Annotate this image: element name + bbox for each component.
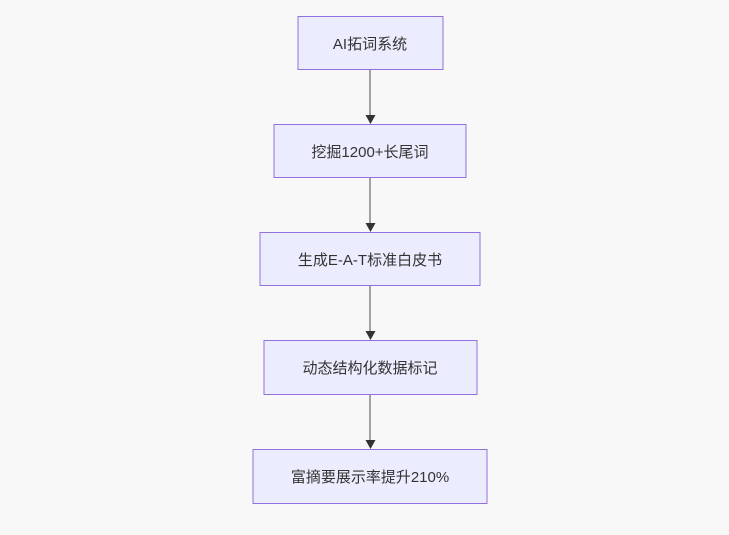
arrow-down-2: [365, 178, 375, 232]
flow-node-4: 动态结构化数据标记: [263, 340, 477, 395]
arrow-down-1: [365, 70, 375, 124]
arrow-line: [369, 286, 371, 332]
arrow-head-icon: [365, 440, 375, 449]
arrow-head-icon: [365, 223, 375, 232]
flow-node-5: 富摘要展示率提升210%: [252, 449, 488, 504]
flow-column: AI拓词系统 挖掘1200+长尾词 生成E-A-T标准白皮书 动态结构化数据标记…: [252, 16, 488, 504]
arrow-down-4: [365, 395, 375, 449]
arrow-head-icon: [365, 115, 375, 124]
flow-node-3: 生成E-A-T标准白皮书: [259, 232, 481, 286]
flow-node-1: AI拓词系统: [297, 16, 443, 70]
arrow-line: [369, 70, 371, 116]
arrow-line: [369, 395, 371, 441]
arrow-head-icon: [365, 331, 375, 340]
arrow-line: [369, 178, 371, 224]
arrow-down-3: [365, 286, 375, 340]
flow-node-2: 挖掘1200+长尾词: [273, 124, 467, 178]
